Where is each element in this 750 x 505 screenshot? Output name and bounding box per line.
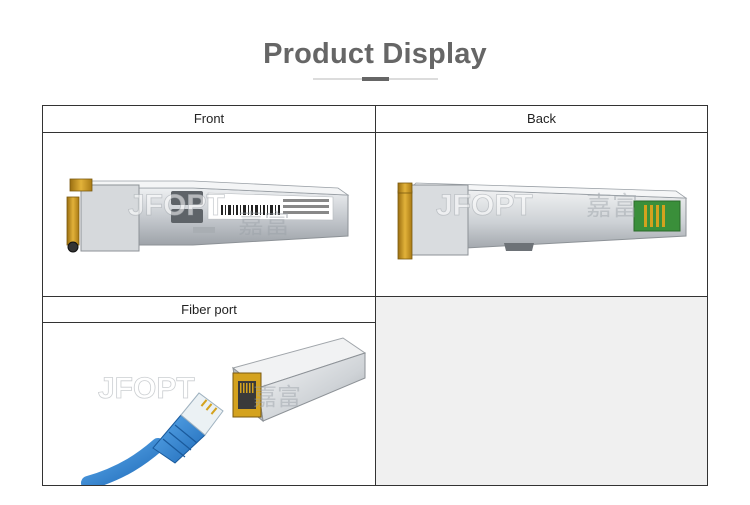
front-label: Front — [193, 111, 225, 126]
front-image: JFOPT 嘉富 — [43, 133, 375, 296]
title-underline-accent — [362, 77, 389, 81]
svg-text:嘉富: 嘉富 — [586, 192, 638, 222]
grid-vertical-divider — [375, 106, 376, 485]
fiber-port-header-divider — [43, 322, 375, 323]
fiber-port-image: JFOPT 嘉富 — [43, 323, 375, 485]
middle-row-divider — [43, 296, 707, 297]
back-label: Back — [527, 111, 556, 126]
svg-text:JFOPT: JFOPT — [98, 372, 195, 405]
empty-cell — [376, 297, 707, 485]
svg-text:JFOPT: JFOPT — [128, 189, 225, 222]
back-image: JFOPT 嘉富 — [376, 133, 707, 296]
fiber-port-label: Fiber port — [181, 302, 237, 317]
product-display-grid: Front Back Fiber port — [42, 105, 708, 486]
svg-text:嘉富: 嘉富 — [238, 210, 290, 240]
svg-text:嘉富: 嘉富 — [253, 383, 301, 411]
svg-text:JFOPT: JFOPT — [436, 189, 533, 222]
header-row-divider — [43, 132, 707, 133]
page-title: Product Display — [263, 38, 487, 70]
